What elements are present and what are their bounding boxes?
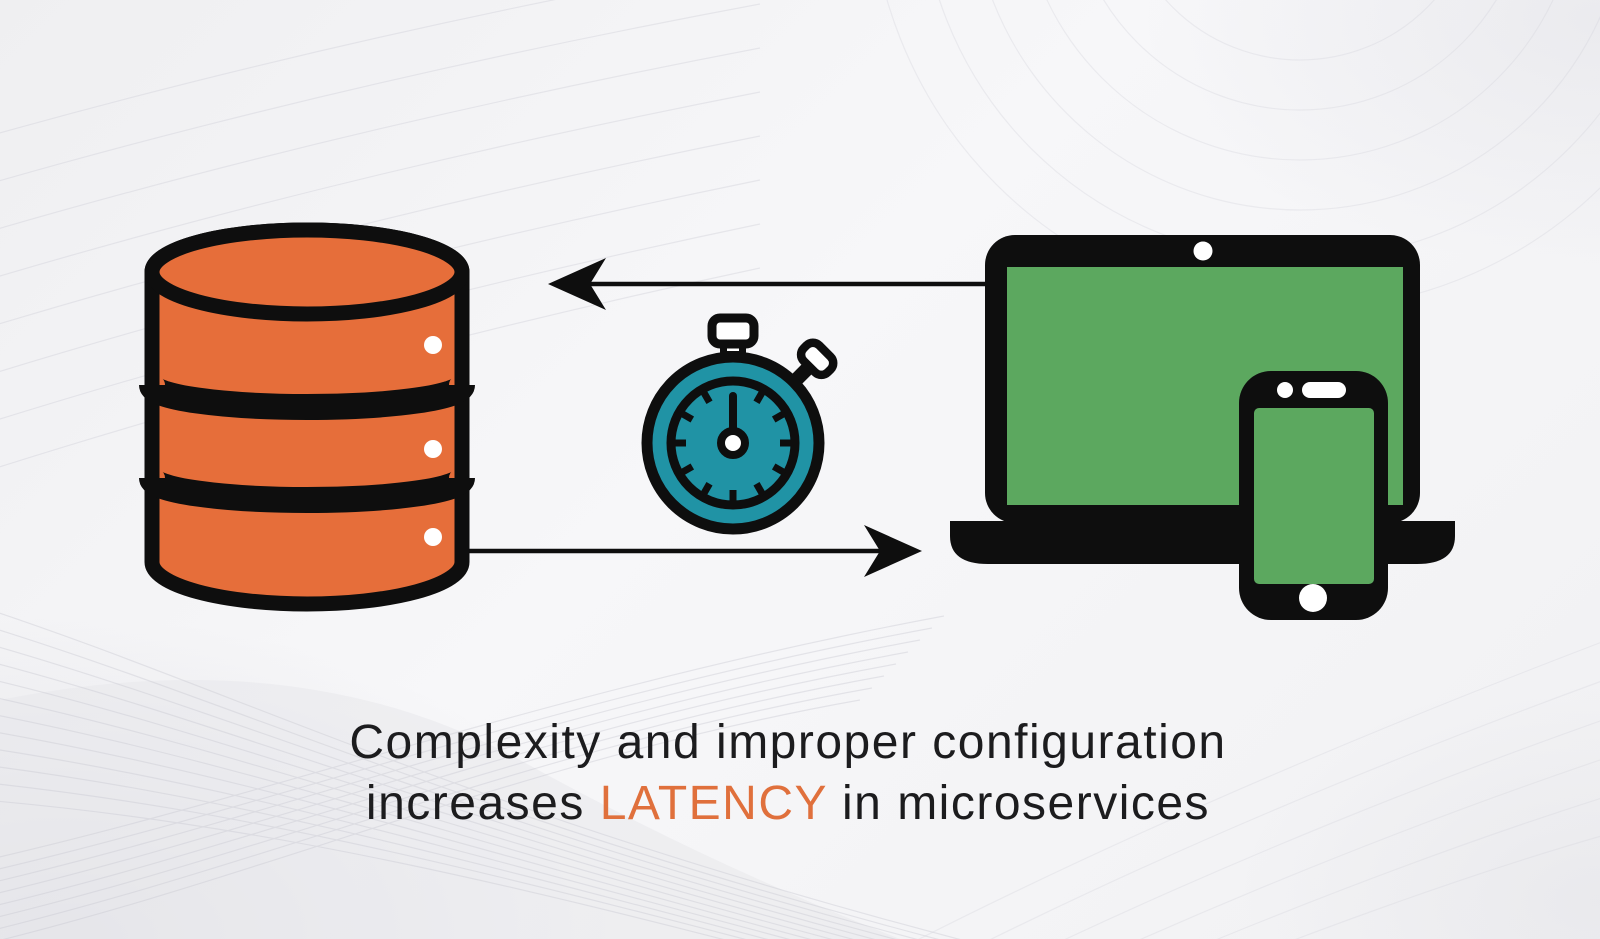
caption-line-2: increases LATENCY in microservices (0, 773, 1576, 834)
database-led-dot-3 (424, 528, 442, 546)
arrow-left-icon (548, 258, 985, 310)
laptop-camera-dot (1193, 241, 1213, 261)
database-led-dot-1 (424, 336, 442, 354)
database-separator-2 (139, 470, 475, 513)
stopwatch-tick-marks (673, 389, 793, 503)
caption-line-2-prefix: increases (365, 777, 600, 830)
phone-speaker-pill (1302, 382, 1346, 398)
stopwatch-icon (641, 313, 838, 535)
smartphone-icon (1239, 371, 1388, 620)
phone-camera-dot (1277, 382, 1293, 398)
caption: Complexity and improper configuration in… (0, 712, 1600, 834)
database-top-lid (144, 222, 470, 322)
arrow-left-head (548, 258, 606, 310)
database-led-dot-2 (424, 440, 442, 458)
database-separator-1 (139, 377, 475, 420)
arrow-right-head (864, 525, 922, 577)
arrow-right-icon (468, 525, 922, 577)
caption-line-2-suffix: in microservices (827, 777, 1211, 830)
phone-screen (1254, 408, 1374, 584)
caption-line-1: Complexity and improper configuration (349, 716, 1227, 769)
caption-latency-highlight: LATENCY (599, 777, 828, 830)
stopwatch-center-pin (717, 427, 749, 459)
database-cylinder-icon (139, 222, 475, 612)
stopwatch-side-button (790, 338, 838, 386)
phone-home-button (1299, 584, 1327, 612)
